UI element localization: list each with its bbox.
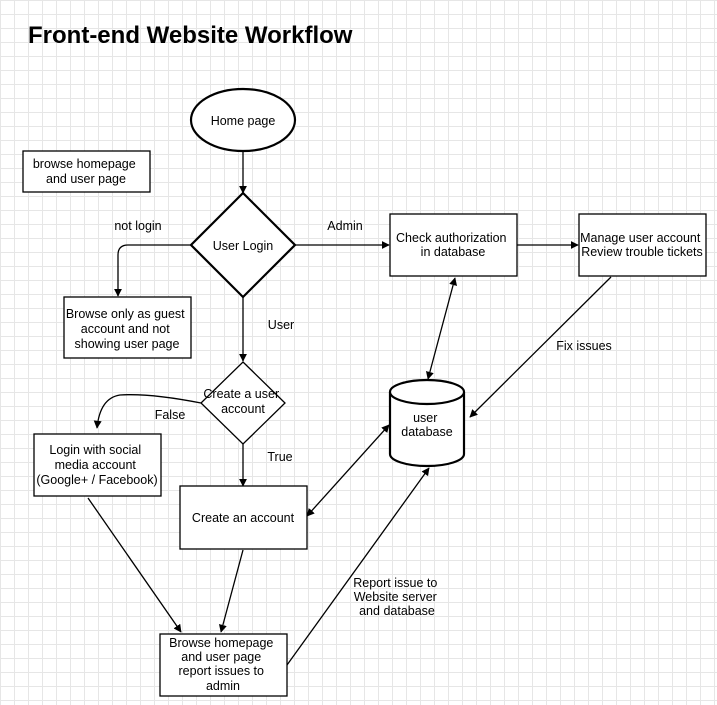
node-label: media account	[55, 458, 137, 472]
node-label: and user page	[181, 650, 261, 664]
svg-text:Browse only as guest acc: Browse only as guest account and not sho…	[66, 307, 188, 351]
node-label: admin	[206, 679, 240, 693]
node-label: database	[401, 425, 452, 439]
node-browse-note: browse homepage and user page	[22, 150, 151, 193]
edge-label-true: True	[267, 450, 292, 464]
node-label: user	[413, 411, 437, 425]
edge-create-account-to-browse	[219, 549, 244, 633]
edge-label-report-issue: Report issue to Website server and datab…	[353, 576, 441, 618]
node-label: Create a user	[203, 387, 279, 401]
node-label: Browse only as guest	[66, 307, 185, 321]
edge-label-user: User	[268, 318, 294, 332]
node-home-page: Home page	[189, 87, 297, 153]
svg-text:Login with social media: Login with social media account (Google+…	[36, 443, 157, 487]
node-user-database: user database	[388, 378, 466, 468]
edge-login-to-guest	[114, 244, 191, 297]
edge-label-line: Website server	[354, 590, 437, 604]
node-label: Check authorization	[396, 231, 507, 245]
node-label: Login with social	[49, 443, 141, 457]
node-label: in database	[421, 245, 486, 259]
svg-text:Browse homepage and user: Browse homepage and user page report iss…	[169, 636, 277, 693]
node-browse-report: Browse homepage and user page report iss…	[159, 633, 288, 697]
svg-text:Check authorization in d: Check authorization in database	[396, 231, 510, 259]
node-label: browse homepage	[33, 157, 136, 171]
edge-create-account-database	[306, 424, 390, 517]
node-label: Create an account	[192, 511, 295, 525]
edge-auth-database	[425, 277, 458, 380]
svg-text:browse homepage and user: browse homepage and user page	[33, 157, 139, 186]
node-label: User Login	[213, 239, 273, 253]
node-social-login: Login with social media account (Google+…	[33, 433, 162, 497]
edge-label-admin: Admin	[327, 219, 362, 233]
node-label: Home page	[211, 114, 276, 128]
node-manage-accounts: Manage user account Review trouble ticke…	[578, 213, 707, 277]
page-title: Front-end Website Workflow	[28, 22, 353, 49]
node-check-authorization: Check authorization in database	[389, 213, 518, 277]
edge-label-line: and database	[359, 604, 435, 618]
edge-browse-to-database	[286, 467, 430, 666]
node-label: account	[221, 402, 265, 416]
edge-create-user-to-social	[93, 394, 202, 429]
svg-text:user database: user database	[401, 411, 452, 439]
edge-social-to-browse	[87, 497, 182, 633]
svg-text:Manage user account Revi: Manage user account Review trouble ticke…	[580, 231, 704, 259]
node-create-user-decision: Create a user account	[200, 361, 286, 445]
edge-label-fix-issues: Fix issues	[556, 339, 612, 353]
node-label: Browse homepage	[169, 636, 273, 650]
node-label: report issues to	[179, 664, 265, 678]
node-label: (Google+ / Facebook)	[36, 473, 157, 487]
node-label: showing user page	[75, 337, 180, 351]
node-label: and user page	[46, 172, 126, 186]
edge-label-line: Report issue to	[353, 576, 437, 590]
edge-manage-to-database	[469, 276, 612, 418]
node-create-account: Create an account	[179, 485, 308, 550]
edge-label-not-login: not login	[114, 219, 161, 233]
node-label: account and not	[81, 322, 170, 336]
svg-text:Create a user account: Create a user account	[203, 387, 282, 416]
node-label: Review trouble tickets	[581, 245, 703, 259]
node-user-login: User Login	[189, 191, 297, 299]
edge-label-false: False	[155, 408, 186, 422]
node-label: Manage user account	[580, 231, 701, 245]
node-guest-browse: Browse only as guest account and not sho…	[63, 296, 192, 359]
